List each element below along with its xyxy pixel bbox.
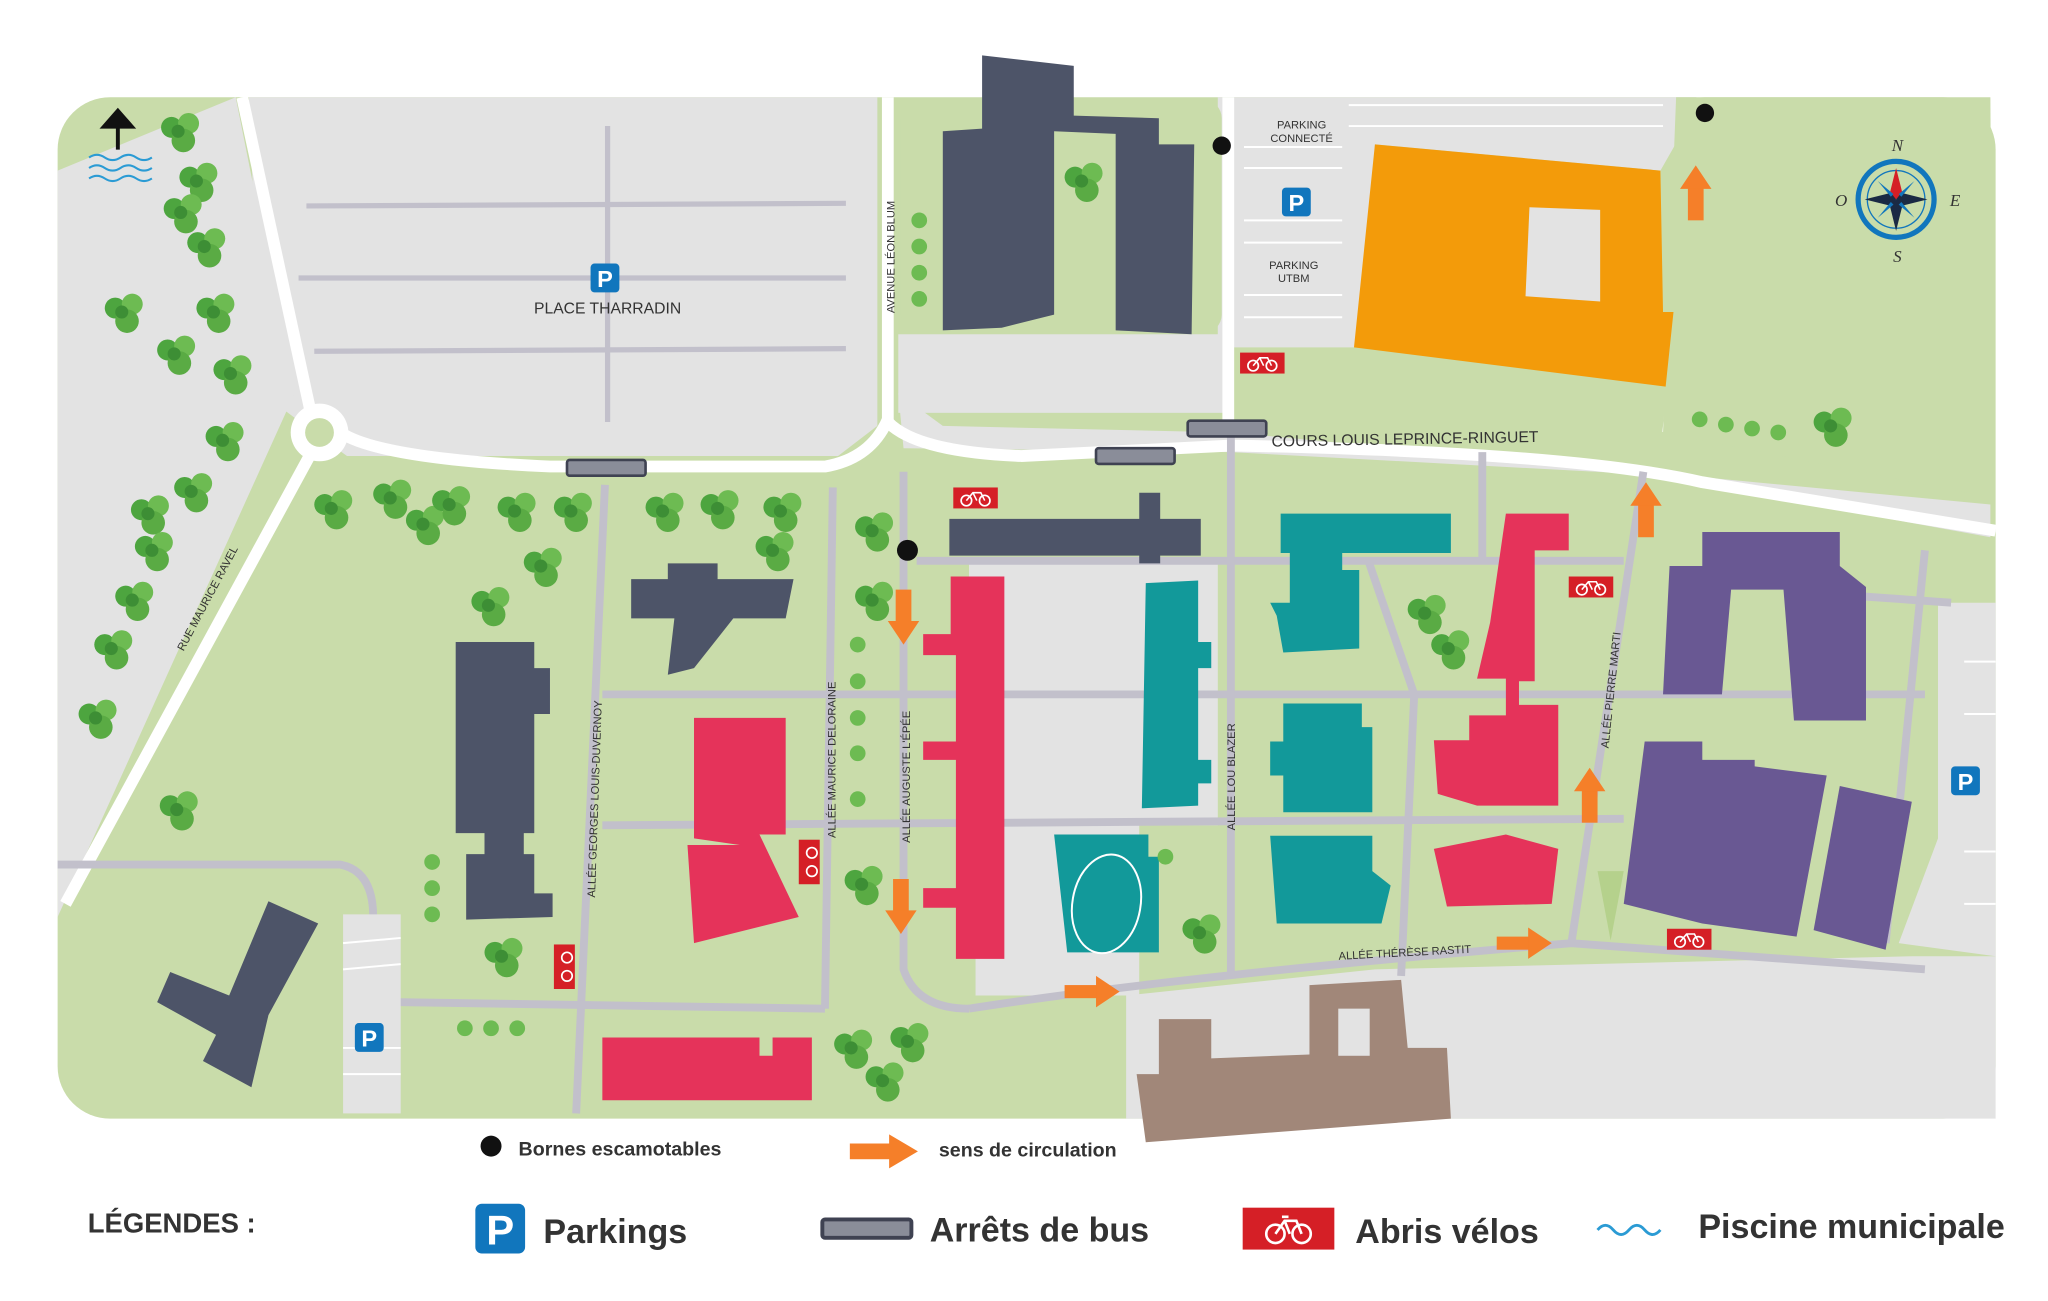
sports-field	[1070, 853, 1143, 955]
bike-shelter	[797, 838, 821, 886]
bollards	[896, 103, 1715, 561]
compass-o: O	[1835, 191, 1847, 210]
waves-legend-icon	[1596, 1223, 1662, 1236]
north-arrow-icon	[99, 107, 137, 150]
orange-courtyard	[1525, 207, 1601, 302]
label-allee-maurice: ALLÉE MAURICE DELORAINE	[825, 682, 838, 838]
label-cours-louis: COURS LOUIS LEPRINCE-RINGUET	[1271, 429, 1539, 451]
legend-velos: Abris vélos	[1355, 1213, 1538, 1251]
bollard-icon	[1212, 136, 1231, 155]
parking-icon	[1951, 766, 1980, 796]
parking-icon	[354, 1023, 384, 1052]
building-brown	[1136, 979, 1451, 1143]
buildings-slate	[157, 55, 1201, 1088]
bike-shelter	[952, 486, 999, 510]
parking-icon	[590, 263, 620, 293]
legend-circulation: sens de circulation	[939, 1140, 1117, 1162]
legend-title: LÉGENDES :	[88, 1208, 256, 1239]
label-parking-connecte-2: CONNECTÉ	[1270, 132, 1332, 145]
compass-s: S	[1893, 247, 1902, 266]
buildings-violet	[1623, 531, 1912, 950]
svg-text:P: P	[486, 1206, 514, 1253]
bollard-legend-icon	[480, 1135, 502, 1157]
buildings-crimson	[602, 513, 1569, 1101]
compass-e: E	[1949, 191, 1961, 210]
parking-legend-icon: P	[475, 1203, 526, 1254]
footpaths	[57, 432, 1952, 1114]
label-allee-auguste: ALLÉE AUGUSTE L'ÉPÉE	[900, 711, 913, 843]
bollard-icon	[896, 539, 918, 561]
legend-bus: Arrêts de bus	[930, 1212, 1149, 1250]
parking-icon	[1281, 187, 1311, 217]
label-parking-utbm-2: UTBM	[1278, 273, 1310, 285]
parking-utbm-stalls	[1243, 104, 1664, 319]
buildings-teal	[1054, 513, 1451, 953]
bike-shelter	[1666, 927, 1713, 951]
label-parking-utbm-1: PARKING	[1269, 260, 1318, 272]
compass-n: N	[1891, 136, 1905, 155]
legend-piscine: Piscine municipale	[1698, 1208, 2004, 1246]
compass-icon	[1855, 158, 1937, 240]
waves-icon	[88, 153, 153, 183]
place-tharradin-lines	[298, 126, 846, 422]
trees	[78, 112, 1852, 1102]
arrow-legend-icon	[849, 1134, 918, 1169]
bus-stop	[1186, 419, 1268, 438]
label-place-tharradin: PLACE THARRADIN	[534, 300, 681, 317]
parking-sw	[343, 914, 401, 1114]
bike-shelter	[1567, 575, 1615, 599]
legend-bornes: Bornes escamotables	[519, 1138, 722, 1160]
legend-parkings: Parkings	[543, 1213, 687, 1251]
bollard-icon	[1695, 103, 1715, 123]
bike-shelter	[553, 943, 576, 990]
bike-shelter	[1239, 351, 1286, 375]
label-avenue-leon-blum: AVENUE LÉON BLUM	[884, 201, 897, 313]
bike-legend-icon	[1242, 1207, 1335, 1250]
label-parking-connecte-1: PARKING	[1277, 120, 1326, 132]
bus-stop	[565, 458, 647, 477]
building-orange	[1353, 144, 1674, 387]
bus-legend-icon	[820, 1217, 914, 1240]
bus-stop	[1094, 446, 1176, 466]
label-allee-lou: ALLÉE LOU BLAZER	[1225, 723, 1238, 830]
